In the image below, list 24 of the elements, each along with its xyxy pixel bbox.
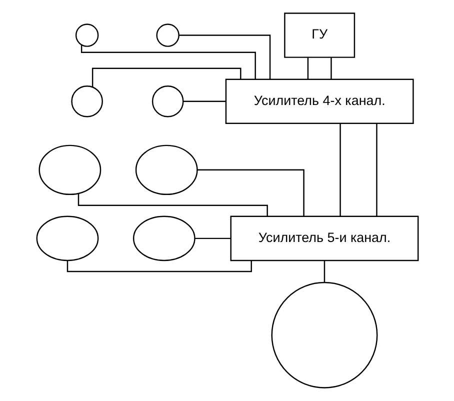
- node-box: ГУ: [284, 12, 355, 58]
- node-circle: [270, 282, 378, 388]
- node-ellipse: [134, 144, 198, 195]
- connector: [183, 100, 226, 102]
- node-circle: [156, 24, 179, 47]
- node-ellipse: [38, 144, 101, 195]
- node-ellipse: [132, 216, 195, 262]
- connector: [66, 260, 252, 272]
- connector: [330, 58, 332, 80]
- node-circle: [74, 24, 98, 47]
- node-box: Усилитель 4-х канал.: [224, 78, 414, 124]
- connector: [196, 169, 304, 216]
- node-box: Усилитель 5-и канал.: [230, 216, 418, 262]
- connector: [91, 68, 241, 87]
- connector: [178, 34, 270, 79]
- node-circle: [151, 85, 184, 118]
- connector: [80, 45, 256, 80]
- connector: [306, 58, 308, 80]
- connector: [339, 124, 340, 216]
- connector: [323, 260, 325, 282]
- node-ellipse: [36, 216, 98, 262]
- node-circle: [70, 85, 102, 118]
- connector: [376, 124, 377, 216]
- connector: [194, 238, 230, 240]
